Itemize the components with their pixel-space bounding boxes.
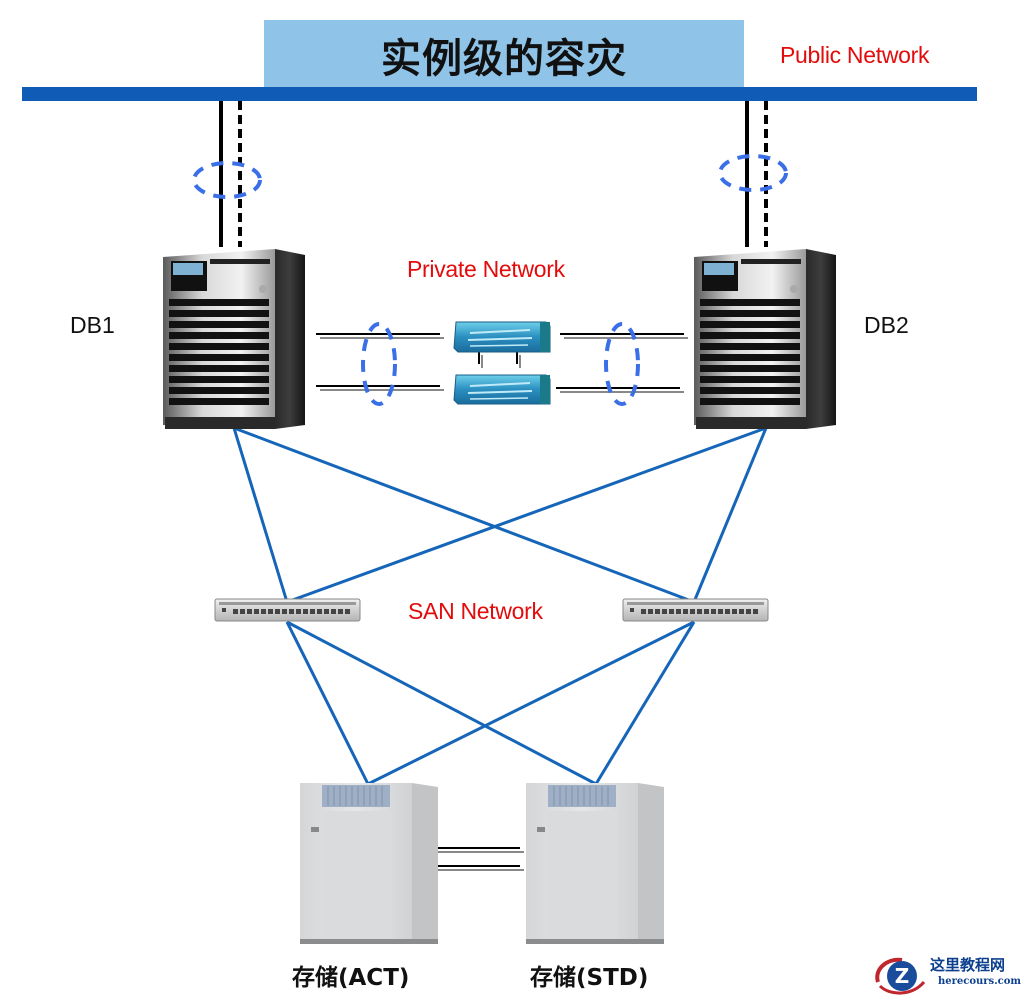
title-banner: 实例级的容灾: [264, 20, 744, 90]
san-links-lower: [285, 620, 696, 786]
san-network-label: SAN Network: [408, 598, 543, 624]
db1-public-links: [192, 101, 262, 247]
storage-std-icon[interactable]: [526, 783, 664, 944]
db1-public-bond-ellipse: [192, 161, 262, 199]
db2-label: DB2: [864, 312, 909, 338]
storage-act-icon[interactable]: [300, 783, 438, 944]
db2-server-icon[interactable]: [694, 249, 836, 429]
storage-std-label: 存储(STD): [530, 965, 649, 991]
watermark-logo: Z 这里教程网 herecours.com: [872, 952, 1022, 998]
diagram-title: 实例级的容灾: [381, 36, 627, 82]
private-switch-2: [453, 374, 551, 405]
public-network-bar: [22, 87, 977, 101]
db1-private-bond-ellipse: [361, 322, 397, 406]
db2-private-bond-ellipse: [604, 322, 640, 406]
san-switch-2[interactable]: [622, 598, 769, 622]
public-network-label: Public Network: [780, 42, 930, 68]
db1-label: DB1: [70, 312, 115, 338]
san-links-upper: [232, 426, 768, 604]
db2-public-bond-ellipse: [718, 154, 788, 192]
db2-public-links: [718, 101, 788, 247]
private-network-label: Private Network: [407, 256, 565, 282]
watermark-name: 这里教程网: [930, 956, 1006, 974]
svg-text:Z: Z: [895, 964, 910, 988]
watermark-site: herecours.com: [938, 976, 1022, 987]
san-switch-1[interactable]: [214, 598, 361, 622]
private-links: [316, 322, 688, 406]
db1-server-icon[interactable]: [163, 249, 305, 429]
z-logo-icon: Z: [875, 957, 926, 995]
storage-act-label: 存储(ACT): [292, 965, 410, 991]
private-switch-1: [453, 321, 551, 353]
